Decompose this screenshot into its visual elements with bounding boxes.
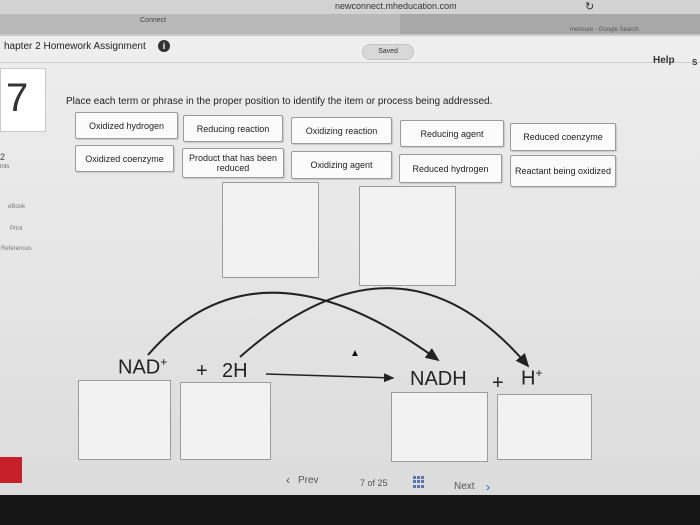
references-link[interactable]: References bbox=[1, 246, 32, 252]
tab-google-search[interactable] bbox=[400, 14, 700, 34]
tile-reducing-reaction[interactable]: Reducing reaction bbox=[183, 115, 283, 142]
points-value: 2 bbox=[0, 152, 6, 162]
equation-2h: 2H bbox=[222, 360, 248, 382]
equation-plus-2: + bbox=[492, 372, 504, 394]
tile-oxidized-coenzyme[interactable]: Oxidized coenzyme bbox=[75, 145, 174, 172]
screen-bezel bbox=[0, 495, 700, 525]
drop-zone-arrow-2[interactable] bbox=[359, 186, 456, 286]
tile-oxidizing-agent[interactable]: Oxidizing agent bbox=[291, 151, 392, 179]
reload-icon[interactable]: ↻ bbox=[585, 1, 595, 13]
drop-zone-arrow-1[interactable] bbox=[222, 182, 319, 278]
equation-nad: NAD+ bbox=[118, 355, 168, 379]
tab-connect-label: Connect bbox=[140, 17, 167, 24]
prev-button[interactable]: Prev bbox=[298, 475, 319, 486]
tile-product-reduced[interactable]: Product that has been reduced bbox=[182, 148, 284, 178]
info-icon[interactable]: i bbox=[158, 40, 170, 52]
tile-reactant-oxidized[interactable]: Reactant being oxidized bbox=[510, 155, 616, 187]
question-grid-icon[interactable] bbox=[413, 476, 425, 488]
mouse-cursor-icon: ▲ bbox=[350, 348, 360, 359]
ebook-link[interactable]: eBook bbox=[8, 204, 26, 210]
url-text[interactable]: newconnect.mheducation.com bbox=[335, 1, 457, 11]
equation-plus-1: + bbox=[196, 360, 208, 382]
question-instruction: Place each term or phrase in the proper … bbox=[66, 96, 493, 107]
points-label: ints bbox=[0, 164, 10, 170]
tile-oxidizing-reaction[interactable]: Oxidizing reaction bbox=[291, 117, 392, 144]
arc-arrow-2 bbox=[239, 287, 530, 368]
tile-oxidized-hydrogen[interactable]: Oxidized hydrogen bbox=[75, 112, 178, 139]
next-chevron-icon[interactable]: › bbox=[486, 480, 490, 494]
help-link[interactable]: Help bbox=[653, 55, 675, 66]
drop-zone-nad[interactable] bbox=[78, 380, 171, 460]
question-number: 7 bbox=[6, 76, 29, 120]
tab-connect[interactable] bbox=[0, 14, 400, 34]
reaction-arrow bbox=[265, 373, 395, 383]
tab-google-label: mericure - Google Search bbox=[570, 27, 639, 33]
prev-chevron-icon[interactable]: ‹ bbox=[286, 473, 290, 487]
assignment-title: hapter 2 Homework Assignment bbox=[4, 41, 146, 52]
app-header bbox=[0, 36, 700, 63]
drop-zone-nadh[interactable] bbox=[391, 392, 488, 462]
equation-h: H+ bbox=[521, 366, 543, 390]
tile-reduced-hydrogen[interactable]: Reduced hydrogen bbox=[399, 154, 502, 183]
print-link[interactable]: Print bbox=[10, 226, 23, 232]
question-number-box bbox=[0, 68, 46, 132]
question-position: 7 of 25 bbox=[360, 478, 388, 488]
saved-status-badge: Saved bbox=[362, 44, 414, 60]
header-extra-label: S bbox=[692, 58, 698, 67]
tile-reduced-coenzyme[interactable]: Reduced coenzyme bbox=[510, 123, 616, 151]
brand-logo bbox=[0, 457, 22, 483]
equation-nadh: NADH bbox=[410, 368, 467, 390]
drop-zone-2h[interactable] bbox=[180, 382, 271, 460]
tile-reducing-agent[interactable]: Reducing agent bbox=[400, 120, 504, 147]
arc-arrow-1 bbox=[147, 291, 440, 362]
drop-zone-h[interactable] bbox=[497, 394, 592, 460]
next-button[interactable]: Next bbox=[454, 481, 475, 492]
